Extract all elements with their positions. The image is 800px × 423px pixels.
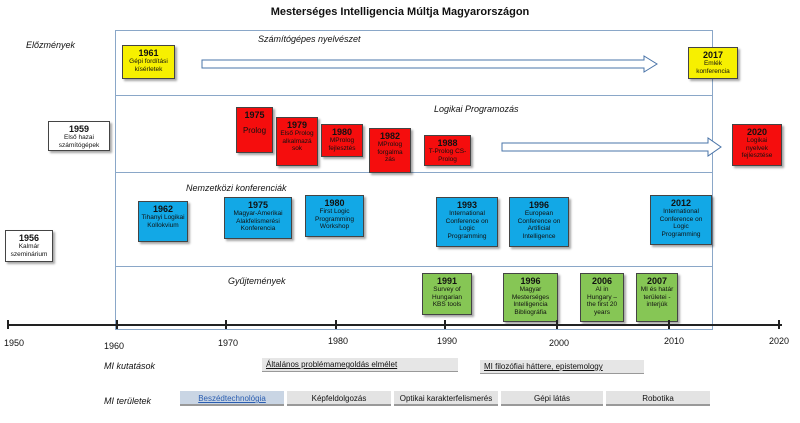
area-item-robotics[interactable]: Robotika <box>606 391 710 406</box>
event-text: Első Prolog alkalmazá sok <box>280 130 314 152</box>
timeline-frame <box>115 30 713 330</box>
event-year: 2017 <box>702 50 724 60</box>
event-box-1962: 1962 Tihanyi Logikai Kollokvium <box>138 201 188 242</box>
event-box-1996-ecai: 1996 European Conference on Artificial I… <box>509 197 569 247</box>
tick-label-1980: 1980 <box>328 336 349 346</box>
event-text: Gépi fordítási kísérletek <box>129 58 168 73</box>
event-text: European Conference on Artificial Intell… <box>517 210 561 240</box>
tick-label-2000: 2000 <box>549 338 570 348</box>
event-year: 1980 <box>331 127 353 137</box>
area-item-image-processing[interactable]: Képfeldolgozás <box>287 391 391 406</box>
arrow-shape <box>201 55 658 73</box>
event-box-1988: 1988 T-Prolog CS-Prolog <box>424 135 471 166</box>
section-label-gyujtemenyek: Gyűjtemények <box>228 276 286 286</box>
event-text: Emlék konferencia <box>696 60 730 75</box>
tick-mark <box>225 320 227 329</box>
event-year: 2007 <box>646 276 668 286</box>
event-box-1975-conf: 1975 Magyar-Amerikai Alakfelismerési Kon… <box>224 197 292 239</box>
event-year: 1991 <box>436 276 458 286</box>
tick-mark <box>335 320 337 329</box>
tick-mark <box>556 320 558 329</box>
event-text: MI és határ területei - interjúk <box>640 286 674 308</box>
area-item-ocr[interactable]: Optikai karakterfelismerés <box>394 391 498 406</box>
event-year: 2020 <box>746 127 768 137</box>
section-label-logikai: Logikai Programozás <box>434 104 519 114</box>
event-box-2007: 2007 MI és határ területei - interjúk <box>636 273 678 322</box>
area-item-machine-vision[interactable]: Gépi látás <box>501 391 603 406</box>
section-label-konferenciak: Nemzetközi konferenciák <box>186 183 287 193</box>
event-box-1991: 1991 Survey of Hungarian KBS tools <box>422 273 472 315</box>
event-text: MProlog fejlesztés <box>328 137 356 152</box>
event-year: 1996 <box>520 276 541 286</box>
event-text: T-Prolog CS-Prolog <box>428 148 467 163</box>
tick-mark <box>778 320 780 329</box>
timeline-axis <box>8 324 782 326</box>
event-box-1982: 1982 MProlog forgalma zás <box>369 128 411 173</box>
event-year: 1996 <box>528 200 550 210</box>
event-year: 2006 <box>591 276 613 286</box>
event-box-2017: 2017 Emlék konferencia <box>688 47 738 79</box>
event-text: First Logic Programming Workshop <box>314 208 354 230</box>
event-year: 1988 <box>437 138 458 148</box>
divider <box>115 95 713 96</box>
event-box-2012: 2012 International Conference on Logic P… <box>650 195 712 245</box>
event-box-1980-workshop: 1980 First Logic Programming Workshop <box>305 195 364 237</box>
event-text: MProlog forgalma zás <box>377 141 403 163</box>
event-year: 1956 <box>18 233 40 243</box>
event-text: Survey of Hungarian KBS tools <box>432 286 462 308</box>
event-text: International Conference on Logic Progra… <box>445 210 489 240</box>
event-box-1980-mprolog: 1980 MProlog fejlesztés <box>321 124 363 157</box>
event-text: AI in Hungary – the first 20 years <box>586 286 618 316</box>
event-box-1959: 1959 Első hazai számítógépek <box>48 121 110 151</box>
area-item-speech-technology[interactable]: Beszédtechnológia <box>180 391 284 406</box>
event-year: 1962 <box>152 204 174 214</box>
tick-mark <box>116 320 118 329</box>
areas-label: MI területek <box>104 396 152 406</box>
tick-label-1970: 1970 <box>218 338 239 348</box>
event-year: 1982 <box>379 131 401 141</box>
page-title: Mesterséges Intelligencia Múltja Magyaro… <box>270 6 530 18</box>
event-box-1956: 1956 Kalmár szeminárium <box>5 230 53 262</box>
tick-mark <box>7 320 9 329</box>
event-year: 1961 <box>138 48 159 58</box>
event-text: Magyar Mesterséges Intelligencia Bibliog… <box>511 286 550 316</box>
event-box-1975-prolog: 1975 Prolog <box>236 107 273 153</box>
event-text: Magyar-Amerikai Alakfelismerési Konferen… <box>233 210 283 232</box>
research-label: MI kutatások <box>104 361 156 371</box>
event-year: 1959 <box>68 124 90 134</box>
event-text: Logikai nyelvek fejlesztése <box>741 137 773 159</box>
tick-label-1960: 1960 <box>104 341 125 351</box>
research-item-philosophy[interactable]: MI filozófiai háttere, epistemology <box>480 360 644 374</box>
research-item-general-problem-solving[interactable]: Általános problémamegoldás elmélet <box>262 358 458 372</box>
section-label-elozmenyek: Előzmények <box>26 40 76 50</box>
divider <box>115 266 713 267</box>
event-box-1996-bib: 1996 Magyar Mesterséges Intelligencia Bi… <box>503 273 558 322</box>
event-box-1993: 1993 International Conference on Logic P… <box>436 197 498 247</box>
tick-label-1950: 1950 <box>4 338 25 348</box>
event-box-2006: 2006 AI in Hungary – the first 20 years <box>580 273 624 322</box>
tick-mark <box>668 320 670 329</box>
event-year: 2012 <box>670 198 692 208</box>
divider <box>115 172 713 173</box>
event-year: 1979 <box>286 120 308 130</box>
arrow-shape <box>501 137 722 157</box>
event-box-1979: 1979 Első Prolog alkalmazá sok <box>276 117 318 166</box>
event-text: Kalmár szeminárium <box>10 243 48 258</box>
event-text: International Conference on Logic Progra… <box>659 208 703 238</box>
event-year: 1975 <box>244 110 265 120</box>
section-label-szamitogepes: Számítógépes nyelvészet <box>258 34 361 44</box>
event-text: Első hazai számítógépek <box>58 134 100 149</box>
tick-mark <box>444 320 446 329</box>
event-year: 1993 <box>456 200 478 210</box>
event-box-1961: 1961 Gépi fordítási kísérletek <box>122 45 175 79</box>
event-text: Prolog <box>242 126 267 135</box>
event-year: 1975 <box>247 200 269 210</box>
event-text: Tihanyi Logikai Kollokvium <box>141 214 185 229</box>
event-box-2020: 2020 Logikai nyelvek fejlesztése <box>732 124 782 166</box>
event-year: 1980 <box>324 198 345 208</box>
tick-label-1990: 1990 <box>437 336 458 346</box>
tick-label-2020: 2020 <box>769 336 790 346</box>
tick-label-2010: 2010 <box>664 336 685 346</box>
